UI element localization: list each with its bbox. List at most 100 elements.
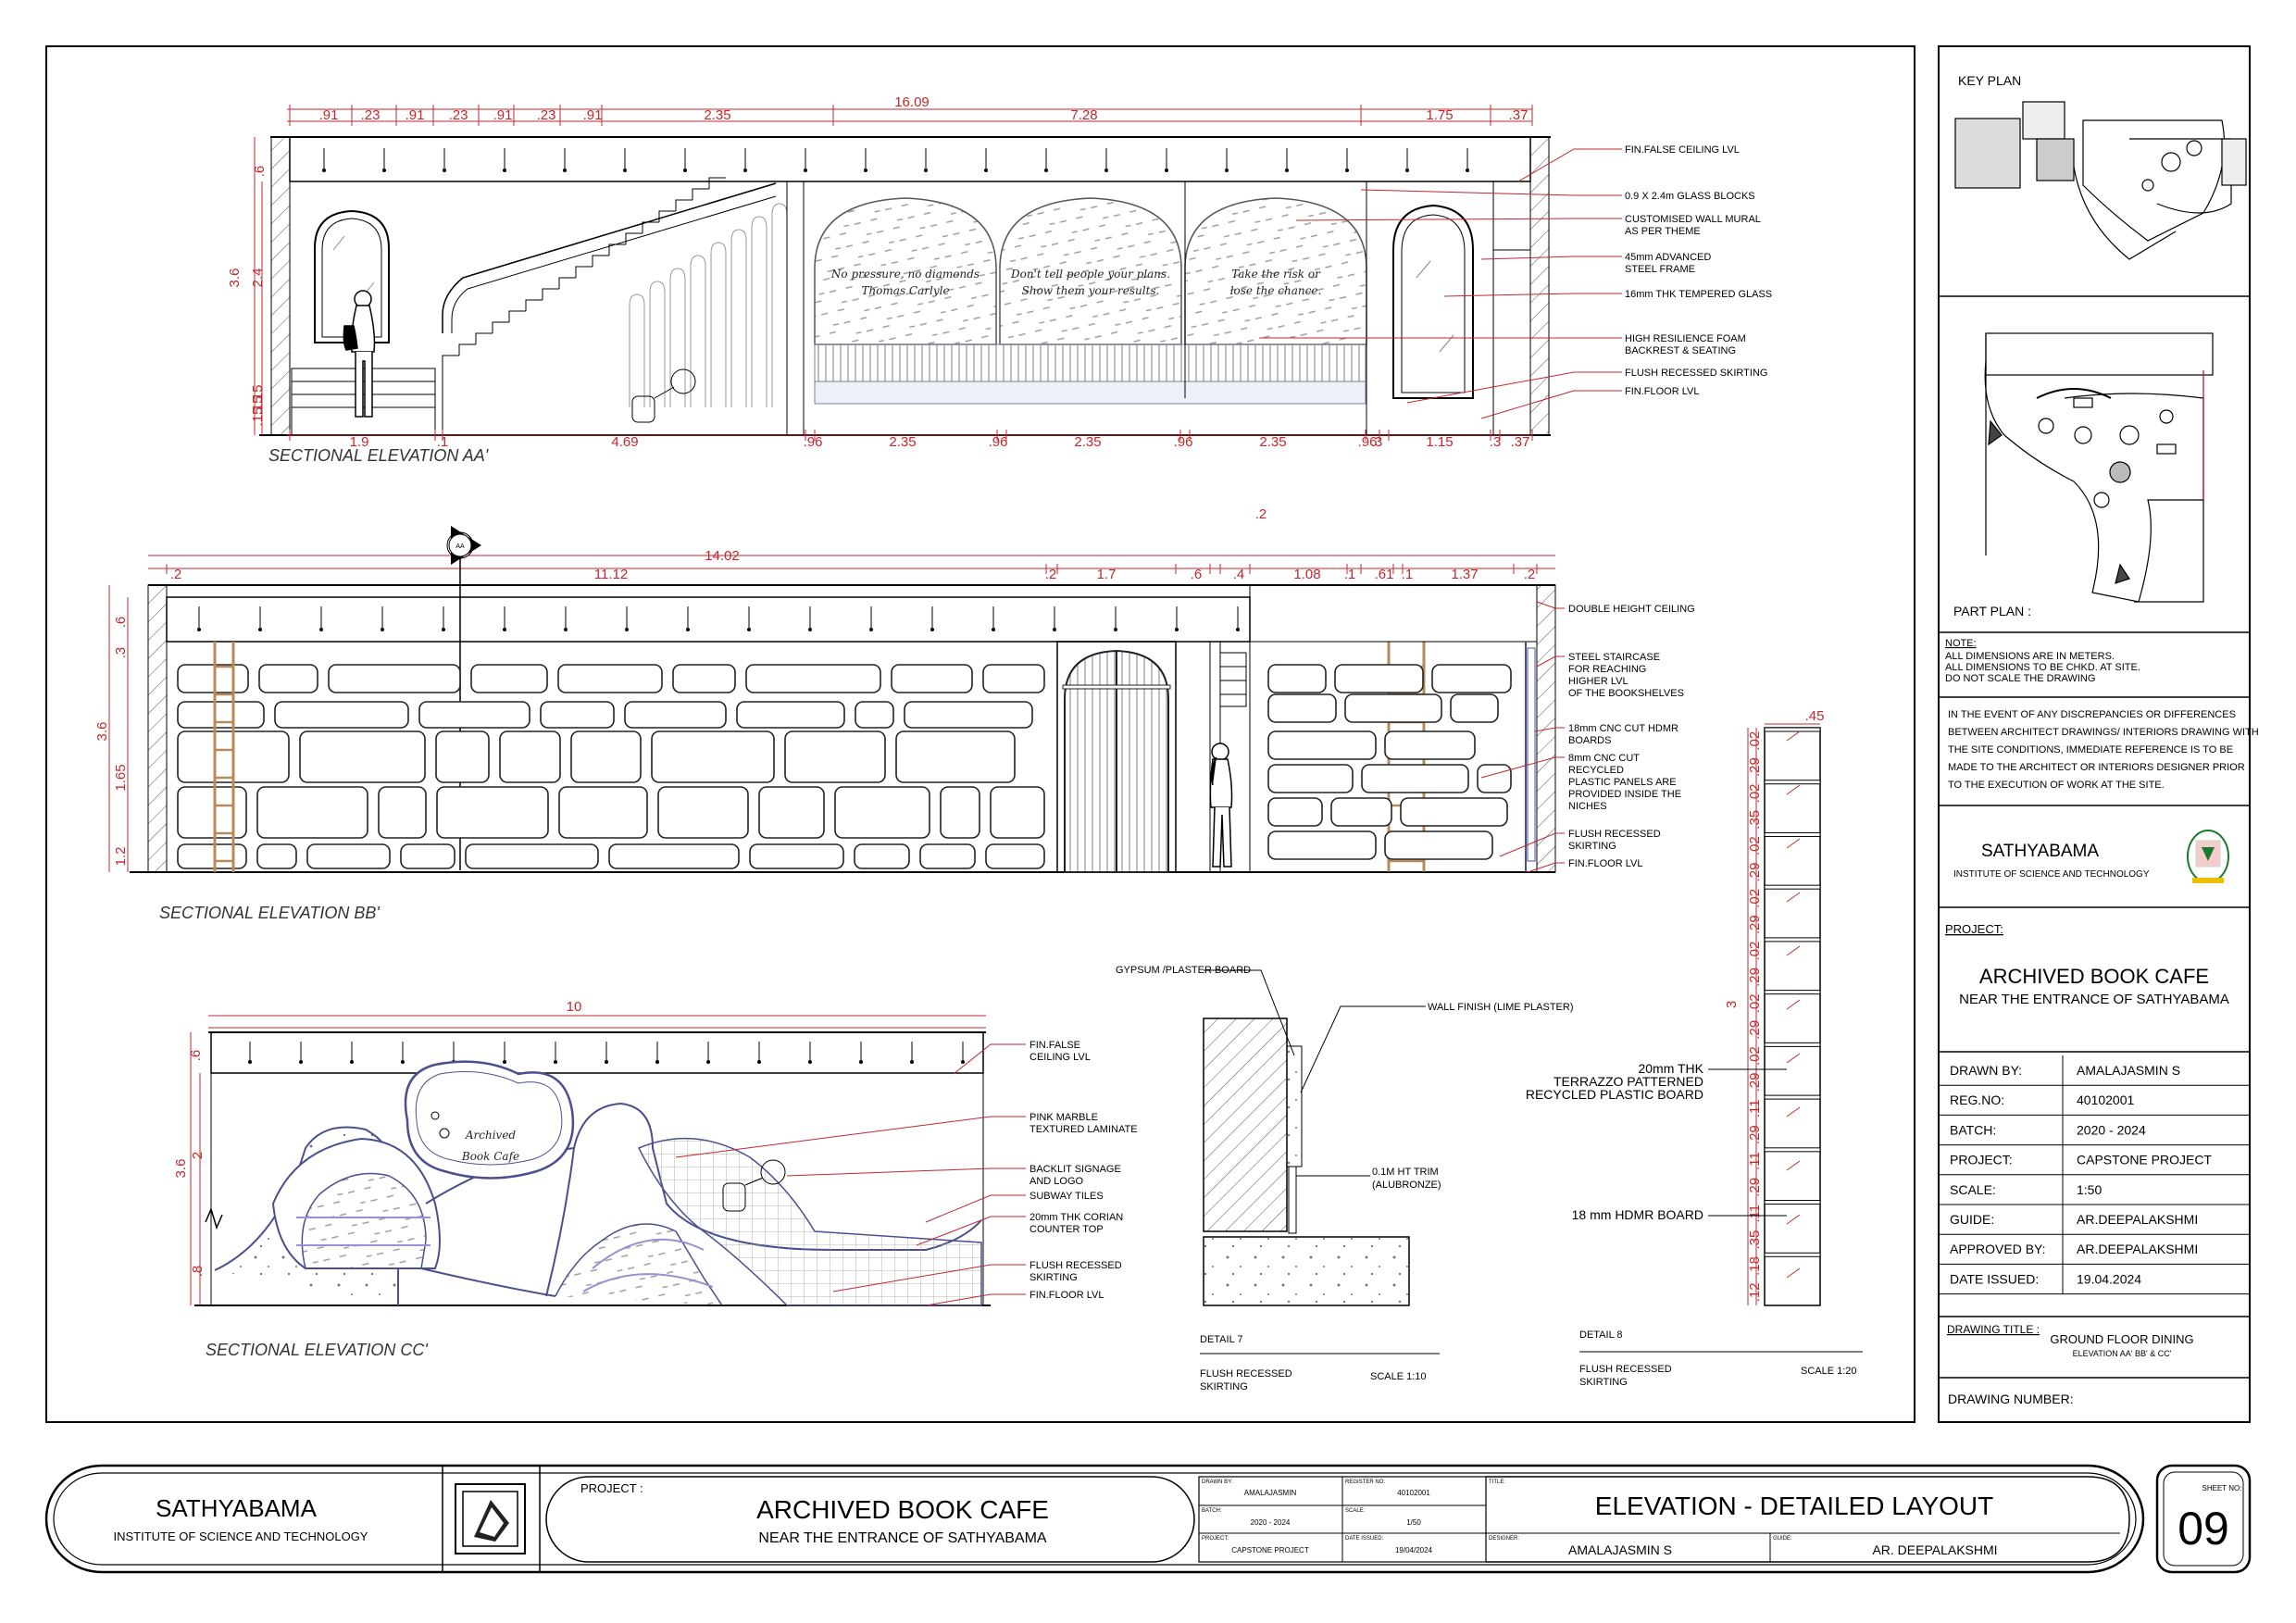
bb-vdim: .3 — [113, 647, 129, 659]
aa-top-dim: .91 — [319, 107, 339, 123]
aa-top-dim: .37 — [1509, 107, 1529, 123]
key-plan-sketch — [1954, 101, 2247, 260]
cc-label: SKIRTING — [1029, 1272, 1078, 1283]
aa-label: HIGH RESILIENCE FOAM — [1625, 333, 1746, 344]
bb-top-dim: .2 — [1045, 567, 1057, 582]
side-row-value: AR.DEEPALAKSHMI — [2077, 1212, 2198, 1227]
bb-vdim: 3.6 — [94, 722, 110, 742]
bb-label: NICHES — [1568, 801, 1607, 812]
bb-guide-k: GUIDE: — [1773, 1536, 1792, 1542]
part-plan-label: PART PLAN : — [1953, 604, 2031, 618]
d8-shelf-dim: .29 — [1747, 968, 1763, 987]
discrepancy-line: IN THE EVENT OF ANY DISCREPANCIES OR DIF… — [1948, 709, 2236, 720]
bb-batch-v: 2020 - 2024 — [1251, 1518, 1291, 1527]
aa-label: CUSTOMISED WALL MURAL — [1625, 214, 1761, 225]
d8-width: .45 — [1805, 708, 1825, 724]
bb-date-k: DATE ISSUED: — [1345, 1536, 1384, 1542]
d8-shelf-dim: .02 — [1747, 836, 1763, 855]
aa-quote-line2: lose the chance. — [1230, 284, 1322, 297]
bb-top-dim: .1 — [1344, 567, 1356, 582]
d8-terrazzo2: TERRAZZO PATTERNED — [1554, 1074, 1703, 1089]
aa-vdim: 3.6 — [227, 268, 243, 288]
d8-title: DETAIL 8 — [1579, 1330, 1622, 1341]
bb-vdim: 1.2 — [113, 847, 129, 867]
bb-label: SKIRTING — [1568, 841, 1616, 852]
aa-vdim: .6 — [252, 166, 268, 178]
side-row-value: 2020 - 2024 — [2077, 1122, 2146, 1137]
side-frame — [1938, 45, 2251, 1423]
d8-shelf-dim: .29 — [1747, 1020, 1763, 1040]
bottom-project-label: PROJECT : — [580, 1481, 643, 1495]
side-row-key: REG.NO: — [1950, 1092, 2004, 1107]
bb-designer-v: AMALAJASMIN S — [1568, 1542, 1672, 1557]
aa-bottom-dim: .96 — [804, 434, 823, 450]
detail-8: .45 .02.29.02.35.02.29.02.29.02.29.02.29… — [1526, 708, 1863, 1388]
side-row-value: CAPSTONE PROJECT — [2077, 1153, 2212, 1167]
note-line: ALL DIMENSIONS TO BE CHKD. AT SITE. — [1945, 662, 2140, 673]
aa-bottom-dim: .1 — [437, 434, 449, 450]
bb-top-dim: .2 — [170, 567, 182, 582]
d7-title: DETAIL 7 — [1200, 1334, 1242, 1345]
sheet-number: 09 — [2177, 1503, 2229, 1554]
d8-shelf-dim: .29 — [1747, 1178, 1763, 1197]
bb-label: FLUSH RECESSED — [1568, 829, 1661, 840]
cc-vdim: .6 — [188, 1050, 204, 1062]
aa-bottom-dim: 1.15 — [1426, 434, 1453, 450]
aa-bottom-dim: .96 — [989, 434, 1008, 450]
d7-trim2: (ALUBRONZE) — [1372, 1180, 1441, 1191]
d8-shelf-dim: .35 — [1747, 810, 1763, 830]
side-row-value: AR.DEEPALAKSHMI — [2077, 1242, 2198, 1256]
bb-top-dim: .2 — [1524, 567, 1536, 582]
d7-sub2: SKIRTING — [1200, 1381, 1248, 1392]
aa-bottom-dim: 2.35 — [1074, 434, 1101, 450]
aa-label: 0.9 X 2.4m GLASS BLOCKS — [1625, 191, 1755, 202]
bottom-project-sub: NEAR THE ENTRANCE OF SATHYABAMA — [758, 1530, 1046, 1546]
drawing-title-sub: ELEVATION AA' BB' & CC' — [2073, 1349, 2172, 1358]
cc-signage-line1: Archived — [465, 1129, 517, 1142]
bb-scale-k: SCALE: — [1345, 1508, 1366, 1514]
side-institute-sub: INSTITUTE OF SCIENCE AND TECHNOLOGY — [1953, 869, 2150, 880]
aa-quote-line1: Take the risk or — [1231, 268, 1321, 281]
bb-label: 18mm CNC CUT HDMR — [1568, 723, 1678, 734]
note-line: DO NOT SCALE THE DRAWING — [1945, 673, 2095, 684]
aa-top-dim: 1.75 — [1426, 107, 1453, 123]
cc-label: CEILING LVL — [1029, 1052, 1091, 1063]
d8-shelf-dim: .35 — [1747, 1230, 1763, 1250]
part-plan-sketch — [1984, 332, 2214, 603]
side-row-key: APPROVED BY: — [1950, 1242, 2045, 1256]
cc-label: BACKLIT SIGNAGE — [1029, 1164, 1121, 1175]
cc-vdim: 3.6 — [173, 1159, 189, 1179]
cc-label: FIN.FLOOR LVL — [1029, 1290, 1104, 1301]
aa-bottom-dim: 2.35 — [1259, 434, 1286, 450]
d7-trim1: 0.1M HT TRIM — [1372, 1167, 1439, 1178]
cc-label: FLUSH RECESSED — [1029, 1260, 1122, 1271]
bb-top-dim: 1.37 — [1451, 567, 1478, 582]
cc-label: FIN.FALSE — [1029, 1040, 1080, 1051]
aa-bottom-dim: .37 — [1511, 434, 1530, 450]
side-row-key: PROJECT: — [1950, 1153, 2013, 1167]
d8-sub2: SKIRTING — [1579, 1377, 1628, 1388]
aa-top-dim: .23 — [449, 107, 468, 123]
aa-bottom-dim: 4.69 — [611, 434, 638, 450]
aa-bottom-dim: .96 — [1358, 434, 1378, 450]
aa-label: 16mm THK TEMPERED GLASS — [1625, 289, 1772, 300]
d7-sub1: FLUSH RECESSED — [1200, 1368, 1292, 1380]
aa-quote-line1: No pressure, no diamonds — [830, 268, 980, 281]
d8-sub1: FLUSH RECESSED — [1579, 1364, 1672, 1375]
bb-title-k: TITLE: — [1489, 1479, 1505, 1485]
aa-label: 45mm ADVANCED — [1625, 252, 1711, 263]
d7-scale: SCALE 1:10 — [1370, 1371, 1427, 1382]
aa-label: AS PER THEME — [1625, 226, 1701, 237]
aa-top-dim: .23 — [361, 107, 381, 123]
aa-top-dim: .91 — [406, 107, 425, 123]
aa-top-total: 16.09 — [894, 94, 930, 110]
aa-bottom-dim: .3 — [1490, 434, 1502, 450]
aa-label: FIN.FLOOR LVL — [1625, 386, 1699, 397]
bb-label: DOUBLE HEIGHT CEILING — [1568, 604, 1695, 615]
aa-top-dim: 2.35 — [704, 107, 730, 123]
aa-title: SECTIONAL ELEVATION AA' — [268, 446, 489, 465]
bb-top-dim: .61 — [1375, 567, 1394, 582]
d8-terrazzo3: RECYCLED PLASTIC BOARD — [1526, 1087, 1703, 1102]
